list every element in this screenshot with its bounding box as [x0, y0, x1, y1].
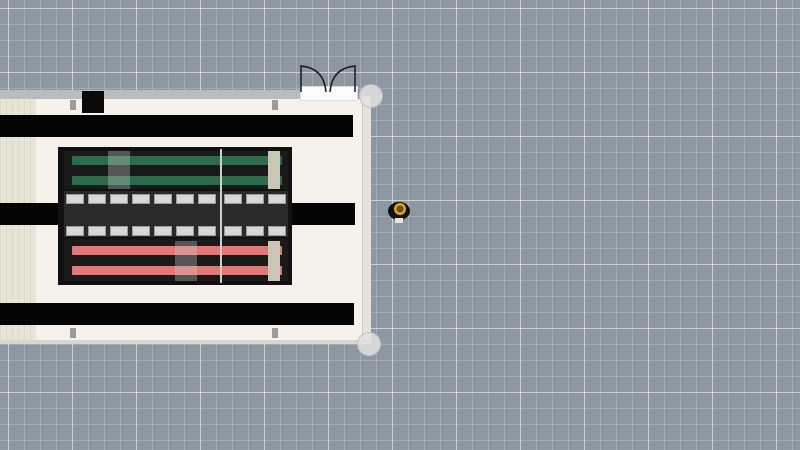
corner-handle-top[interactable]: [359, 84, 383, 108]
wall-post: [70, 100, 76, 110]
player-avatar-icon[interactable]: [386, 198, 412, 224]
building-wall-right: [362, 96, 371, 344]
shelf-slot: [154, 226, 172, 236]
wall-post: [272, 100, 278, 110]
pillar: [82, 91, 104, 113]
shelf-slot: [176, 226, 194, 236]
shelf-slot: [224, 226, 242, 236]
red-shelf-bar: [72, 246, 282, 255]
building-wall-bottom: [0, 340, 370, 344]
shelf-slot: [66, 194, 84, 204]
black-wall-bottom: [0, 303, 354, 325]
shelf-slot: [268, 194, 286, 204]
corner-handle-bottom[interactable]: [357, 332, 381, 356]
green-shelf-bar: [72, 156, 282, 165]
shelf-slot: [66, 226, 84, 236]
shelf-slot: [154, 194, 172, 204]
double-door-swing-icon: [300, 65, 356, 93]
door[interactable]: [300, 86, 358, 101]
green-shelf-bar: [72, 176, 282, 185]
shelf-slot: [110, 194, 128, 204]
shelf-slot: [198, 226, 216, 236]
shelf-slot: [246, 226, 264, 236]
shelf-slot: [246, 194, 264, 204]
shelf-slot: [88, 226, 106, 236]
wall-post: [272, 328, 278, 338]
shelf-endcap: [268, 241, 280, 281]
shelf-endcap: [268, 151, 280, 189]
red-shelf-bar: [72, 266, 282, 275]
building-wall-top: [0, 90, 300, 99]
shelf-slot: [268, 226, 286, 236]
shelf-slot: [110, 226, 128, 236]
shelf-slot: [224, 194, 242, 204]
wall-post: [70, 328, 76, 338]
shelf-highlight: [175, 241, 197, 281]
shelf-slot: [88, 194, 106, 204]
shelf-slot: [198, 194, 216, 204]
shelf-slot: [132, 226, 150, 236]
shelf-highlight: [108, 151, 130, 189]
shelf-divider: [220, 149, 222, 283]
shelf-slot: [176, 194, 194, 204]
shelf-slot: [132, 194, 150, 204]
black-wall-top: [0, 115, 353, 137]
